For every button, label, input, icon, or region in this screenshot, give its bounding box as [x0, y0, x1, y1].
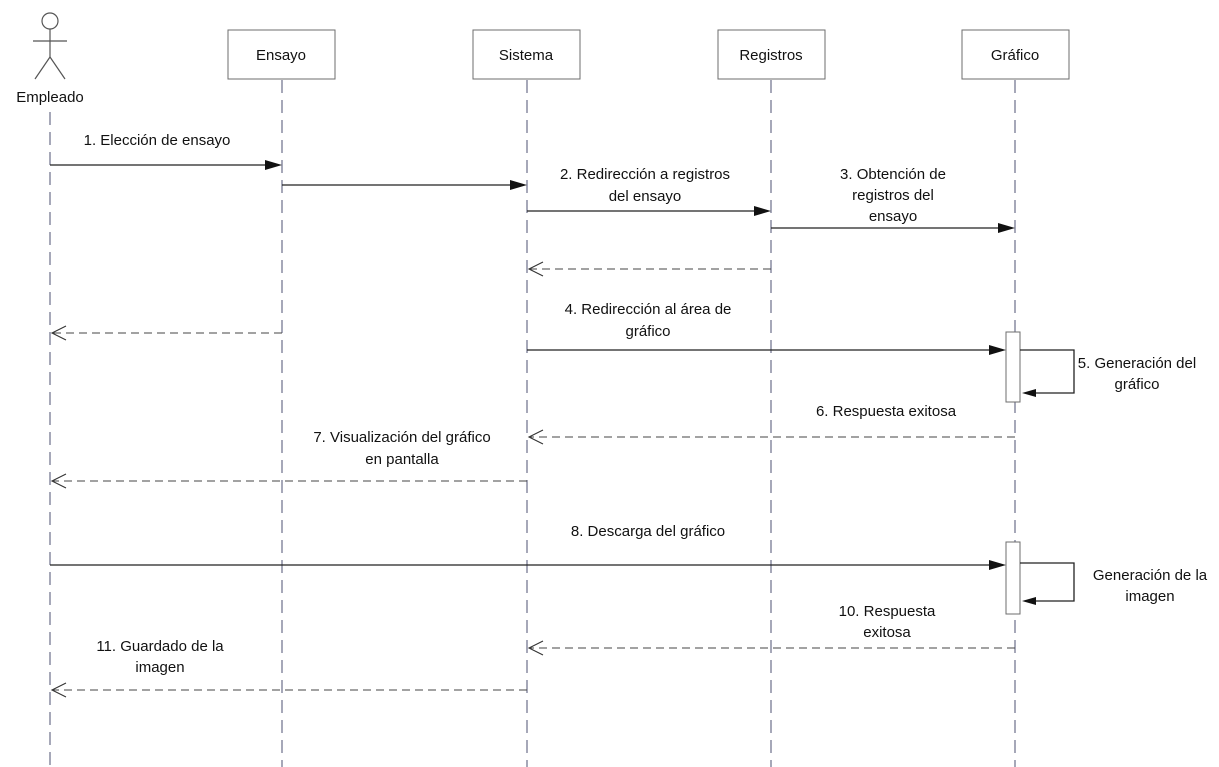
message-3-label-line3: ensayo: [869, 208, 917, 225]
message-7-label-line1: 7. Visualización del gráfico: [313, 429, 490, 446]
message-5-self: 5. Generación del gráfico: [1020, 349, 1196, 397]
lifeline-label-registros: Registros: [739, 47, 802, 64]
message-5-label-line1: 5. Generación del: [1078, 355, 1196, 372]
message-1-label: 1. Elección de ensayo: [84, 132, 231, 149]
message-6: 6. Respuesta exitosa: [527, 403, 1015, 445]
message-4-label-line2: gráfico: [625, 323, 670, 340]
message-11-label-line1: 11. Guardado de la: [96, 638, 224, 655]
message-6-label: 6. Respuesta exitosa: [816, 403, 957, 420]
message-9-self: Generación de la imagen: [1020, 562, 1208, 605]
message-2-label-line2: del ensayo: [609, 188, 682, 205]
return-ensayo-empleado: [50, 325, 282, 341]
message-3: 3. Obtención de registros del ensayo: [771, 166, 1015, 233]
activation-bar-grafico-1: [1005, 331, 1021, 403]
message-8: 8. Descarga del gráfico: [50, 523, 1006, 570]
message-10: 10. Respuesta exitosa: [527, 603, 1015, 656]
message-3-label-line2: registros del: [852, 187, 934, 204]
message-9-label-line2: imagen: [1125, 588, 1174, 605]
lifeline-label-grafico: Gráfico: [991, 47, 1039, 64]
message-1: 1. Elección de ensayo: [50, 132, 282, 170]
actor-head: [41, 12, 59, 30]
message-7-label-line2: en pantalla: [365, 451, 439, 468]
message-8-label: 8. Descarga del gráfico: [571, 523, 725, 540]
lifeline-box-grafico: Gráfico: [961, 29, 1070, 80]
lifeline-label-sistema: Sistema: [499, 47, 554, 64]
message-11: 11. Guardado de la imagen: [50, 638, 527, 698]
lifeline-box-ensayo: Ensayo: [227, 29, 336, 80]
message-5-label-line2: gráfico: [1114, 376, 1159, 393]
message-11-label-line2: imagen: [135, 659, 184, 676]
return-registros-sistema: [527, 261, 771, 277]
message-10-label-line2: exitosa: [863, 624, 911, 641]
message-4: 4. Redirección al área de gráfico: [527, 301, 1006, 355]
message-3-label-line1: 3. Obtención de: [840, 166, 946, 183]
message-10-label-line1: 10. Respuesta: [839, 603, 936, 620]
lifeline-box-sistema: Sistema: [472, 29, 581, 80]
message-2-label-line1: 2. Redirección a registros: [560, 166, 730, 183]
message-forward-ensayo-sistema: [282, 180, 527, 190]
actor-leg-right: [49, 56, 66, 80]
message-2: 2. Redirección a registros del ensayo: [527, 166, 771, 216]
message-4-label-line1: 4. Redirección al área de: [565, 301, 732, 318]
actor-empleado: Empleado: [16, 12, 84, 106]
message-7: 7. Visualización del gráfico en pantalla: [50, 429, 527, 489]
actor-leg-left: [34, 56, 51, 80]
lifeline-box-registros: Registros: [717, 29, 826, 80]
lifeline-label-ensayo: Ensayo: [256, 47, 306, 64]
message-9-label-line1: Generación de la: [1093, 567, 1208, 584]
actor-label: Empleado: [16, 89, 84, 106]
activation-bar-grafico-2: [1005, 541, 1021, 615]
